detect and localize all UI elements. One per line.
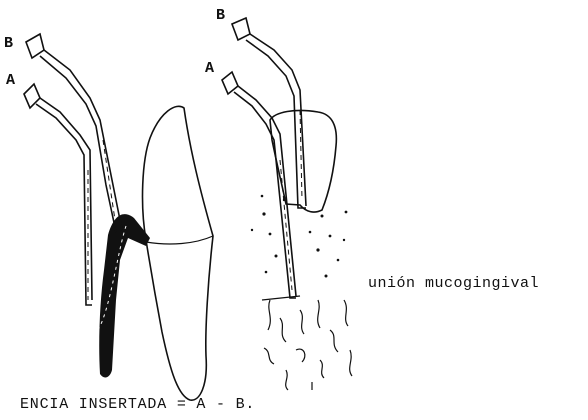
left-gingiva <box>99 214 150 377</box>
left-probe-b-label: B <box>4 35 13 52</box>
connective-tissue <box>262 296 352 390</box>
bone-dots <box>251 195 348 278</box>
figure-caption: ENCIA INSERTADA = A - B. <box>20 396 255 413</box>
left-probe-a-label: A <box>6 72 15 89</box>
right-probe-a <box>222 72 296 298</box>
right-probe-a-label: A <box>205 60 214 77</box>
left-probe-b <box>26 34 122 232</box>
left-tooth <box>143 106 213 400</box>
mucogingival-junction-label: unión mucogingival <box>368 275 539 292</box>
right-probe-b <box>232 18 306 208</box>
left-probe-a <box>24 84 92 305</box>
right-probe-b-label: B <box>216 7 225 24</box>
